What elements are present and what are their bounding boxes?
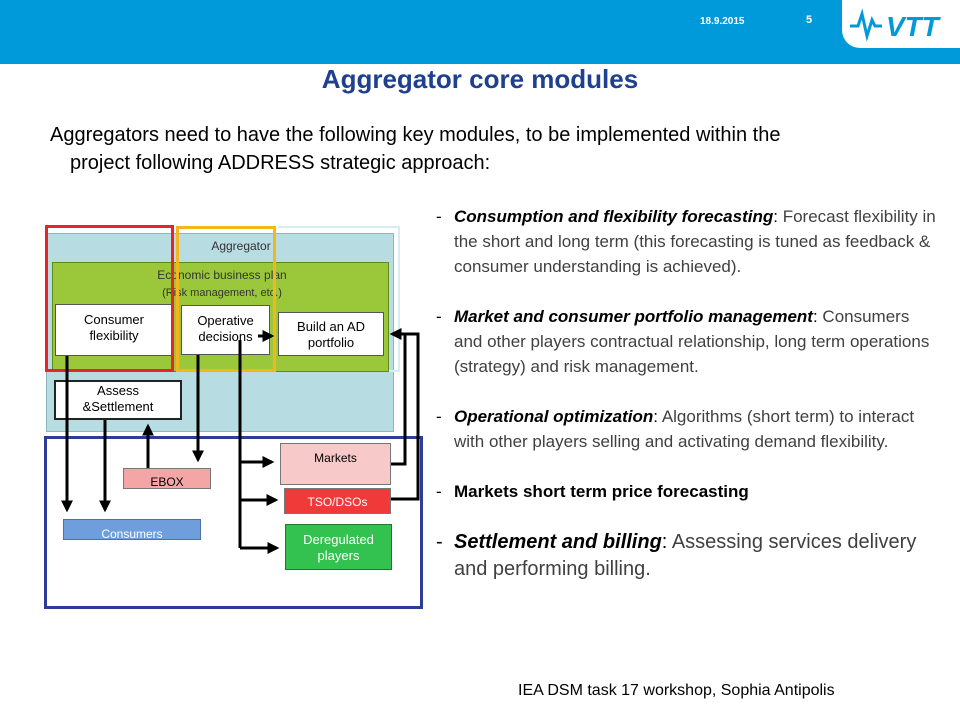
intro-line-1: Aggregators need to have the following k… bbox=[50, 124, 781, 146]
deregulated-players-box: Deregulated players bbox=[285, 524, 392, 570]
operative-decisions-box: Operative decisions bbox=[181, 305, 270, 355]
consumers-box: Consumers bbox=[63, 519, 201, 541]
bullet-text: Consumers and other players contractual … bbox=[454, 307, 930, 376]
business-plan-subtitle: (Risk management, etc.) bbox=[162, 287, 282, 299]
highlight-yellow-frame bbox=[176, 226, 276, 372]
svg-text:VTT: VTT bbox=[886, 11, 942, 42]
vtt-logo: VTT bbox=[842, 0, 960, 48]
list-item: - Settlement and billing: Assessing serv… bbox=[436, 531, 917, 580]
list-item: - Operational optimization: Algorithms (… bbox=[436, 407, 915, 451]
bullet-heading: Consumption and flexibility forecasting bbox=[454, 207, 774, 226]
bullet-heading: Operational optimization bbox=[454, 407, 654, 426]
footer-text: IEA DSM task 17 workshop, Sophia Antipol… bbox=[518, 682, 835, 699]
intro-line-2: project following ADDRESS strategic appr… bbox=[70, 152, 491, 174]
list-item: - Markets short term price forecasting bbox=[436, 482, 749, 501]
page-number: 5 bbox=[806, 14, 813, 26]
slide-title: Aggregator core modules bbox=[321, 64, 639, 94]
slide-date: 18.9.2015 bbox=[700, 16, 745, 27]
bullet-text: Algorithms (short term) to interact with… bbox=[454, 407, 915, 451]
ebox-box: EBOX bbox=[123, 468, 211, 489]
header-bar bbox=[0, 0, 960, 64]
consumer-flexibility-box: Consumer flexibility bbox=[55, 304, 173, 356]
bullet-heading: Settlement and billing bbox=[454, 531, 662, 553]
business-plan-title: Economic business plan bbox=[157, 268, 287, 282]
build-ad-portfolio-box: Build an AD portfolio bbox=[278, 312, 384, 356]
module-list: - Consumption and flexibility forecastin… bbox=[436, 204, 936, 583]
bullet-text: Assessing services delivery and performi… bbox=[454, 531, 917, 580]
aggregator-label: Aggregator bbox=[211, 239, 271, 253]
bullet-heading: Market and consumer portfolio management bbox=[454, 307, 813, 326]
list-item: - Consumption and flexibility forecastin… bbox=[436, 207, 936, 276]
environment-frame bbox=[44, 436, 423, 609]
list-item: - Market and consumer portfolio manageme… bbox=[436, 307, 930, 376]
bullet-heading: Markets short term price forecasting bbox=[454, 482, 749, 501]
assess-settlement-box: Assess &Settlement bbox=[54, 380, 182, 420]
vtt-logo-mark-icon: VTT bbox=[850, 8, 942, 42]
highlight-red-frame bbox=[45, 225, 174, 372]
markets-box: Markets bbox=[280, 443, 391, 485]
tso-dsos-box: TSO/DSOs bbox=[284, 488, 391, 514]
intro-text: Aggregators need to have the following k… bbox=[50, 121, 934, 177]
bullet-text: Forecast flexibility in the short and lo… bbox=[454, 207, 936, 276]
